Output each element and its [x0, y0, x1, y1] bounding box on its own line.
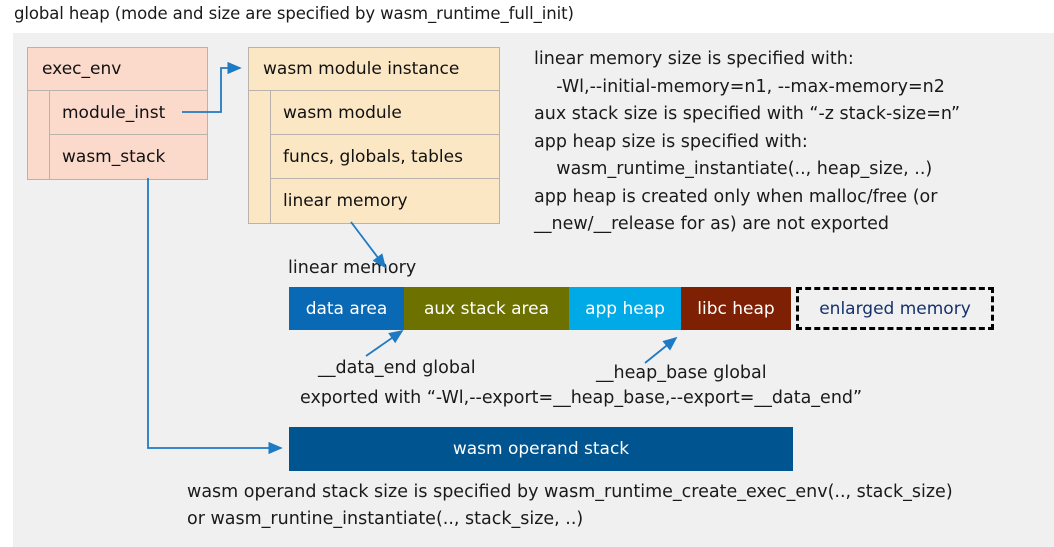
- memory-config-notes: linear memory size is specified with: -W…: [534, 49, 961, 234]
- exec-env-box: exec_env module_inst wasm_stack: [27, 47, 208, 180]
- annotation-exported-with: exported with “-Wl,--export=__heap_base,…: [300, 388, 863, 408]
- wasm-operand-stack-box: wasm operand stack: [289, 427, 793, 471]
- exec-env-field-module-inst: module_inst: [50, 91, 207, 135]
- memory-segment-aux-stack-area: aux stack area: [404, 287, 569, 330]
- module-instance-rows: wasm module funcs, globals, tables linea…: [271, 91, 499, 223]
- exec-env-rows: module_inst wasm_stack: [50, 91, 207, 179]
- module-instance-header: wasm module instance: [249, 48, 499, 91]
- module-instance-field-funcs-globals-tables: funcs, globals, tables: [271, 135, 499, 179]
- module-instance-field-wasm-module: wasm module: [271, 91, 499, 135]
- exec-env-gutter: [28, 91, 50, 179]
- exec-env-body: module_inst wasm_stack: [28, 91, 207, 179]
- memory-segment-enlarged-memory: enlarged memory: [796, 287, 994, 330]
- memory-segment-data-area: data area: [289, 287, 404, 330]
- operand-stack-note: wasm operand stack size is specified by …: [187, 482, 953, 529]
- module-instance-body: wasm module funcs, globals, tables linea…: [249, 91, 499, 223]
- exec-env-header: exec_env: [28, 48, 207, 91]
- memory-segment-app-heap: app heap: [569, 287, 681, 330]
- linear-memory-caption: linear memory: [288, 258, 417, 278]
- memory-segment-libc-heap: libc heap: [681, 287, 791, 330]
- annotation-heap-base: __heap_base global: [596, 363, 767, 383]
- annotation-data-end: __data_end global: [318, 358, 476, 378]
- exec-env-field-wasm-stack: wasm_stack: [50, 135, 207, 179]
- page-title: global heap (mode and size are specified…: [14, 4, 574, 23]
- module-instance-gutter: [249, 91, 271, 223]
- module-instance-field-linear-memory: linear memory: [271, 179, 499, 223]
- wasm-module-instance-box: wasm module instance wasm module funcs, …: [248, 47, 500, 224]
